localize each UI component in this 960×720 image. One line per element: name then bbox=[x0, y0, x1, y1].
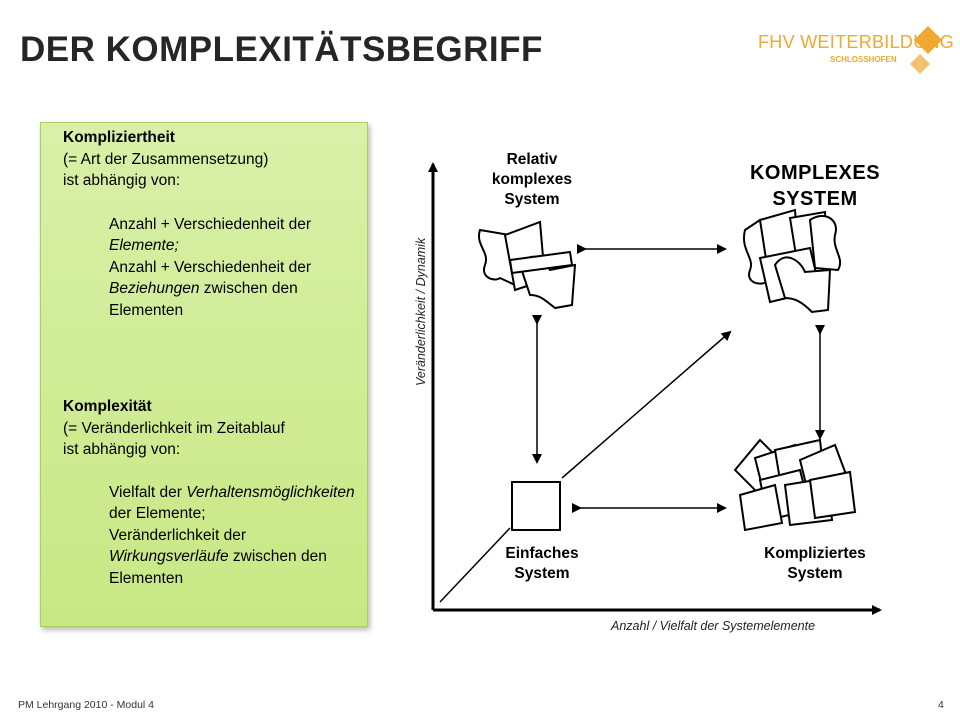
kompliziertheit-definition: (= Art der Zusammensetzung) bbox=[63, 150, 269, 168]
definition-box: Kompliziertheit (= Art der Zusammensetzu… bbox=[40, 122, 368, 627]
page-number: 4 bbox=[938, 699, 944, 711]
footer-text: PM Lehrgang 2010 - Modul 4 bbox=[18, 699, 155, 711]
kompliziertheit-depends: ist abhängig von: bbox=[63, 172, 181, 189]
complex-system-label: KOMPLEXES SYSTEM bbox=[749, 162, 881, 210]
logo-diamond-icon bbox=[910, 26, 942, 74]
page-title: DER KOMPLEXITÄTSBEGRIFF bbox=[20, 30, 543, 69]
logo-text: FHV WEITERBILDUNG bbox=[758, 32, 955, 52]
complex-system-shape bbox=[742, 208, 842, 314]
komplexitaet-depends: ist abhängig von: bbox=[63, 441, 181, 458]
diagonal-tail bbox=[439, 527, 511, 603]
komplexitaet-definition: (= Veränderlichkeit im Zeitablauf bbox=[63, 419, 285, 437]
y-axis-label: Veränderlichkeit / Dynamik bbox=[414, 237, 428, 386]
kompliziertheit-item-relations: Anzahl + Verschiedenheit der Beziehungen… bbox=[109, 258, 312, 319]
kompliziertheit-heading: Kompliziertheit bbox=[63, 129, 175, 146]
complexity-diagram bbox=[428, 162, 882, 615]
logo-subtext: SCHLOSSHOFEN bbox=[830, 55, 897, 64]
komplexitaet-item-behavior: Vielfalt der Verhaltensmöglichkeiten der… bbox=[109, 483, 355, 523]
fhv-logo: FHV WEITERBILDUNG SCHLOSSHOFEN bbox=[758, 22, 954, 80]
komplexitaet-heading: Komplexität bbox=[63, 398, 152, 415]
complicated-system-shape bbox=[733, 438, 857, 532]
komplexitaet-item-effects: Veränderlichkeit der Wirkungsverläufe zw… bbox=[109, 526, 327, 587]
simple-system-label: Einfaches System bbox=[505, 545, 579, 582]
simple-system-shape bbox=[511, 481, 561, 531]
relatively-complex-label: Relativ komplexes System bbox=[491, 151, 573, 208]
relatively-complex-shape bbox=[477, 220, 577, 310]
diagonal-arrow bbox=[561, 330, 732, 479]
complicated-system-label: Kompliziertes System bbox=[764, 545, 866, 582]
x-axis-label: Anzahl / Vielfalt der Systemelemente bbox=[611, 619, 816, 633]
kompliziertheit-item-elements: Anzahl + Verschiedenheit der Elemente; bbox=[109, 215, 312, 255]
